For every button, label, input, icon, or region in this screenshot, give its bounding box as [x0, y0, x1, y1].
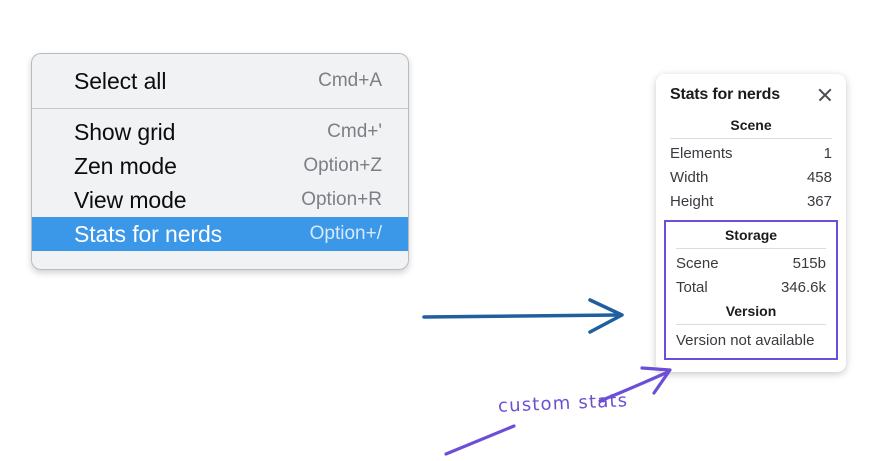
menu-item-show-grid[interactable]: Show grid Cmd+'	[32, 115, 408, 149]
stats-for-nerds-panel: Stats for nerds Scene Elements 1 Width 4…	[656, 74, 846, 372]
version-section: Version Version not available	[672, 300, 830, 353]
menu-item-shortcut: Option+R	[301, 189, 382, 210]
menu-group-2: Show grid Cmd+' Zen mode Option+Z View m…	[32, 109, 408, 255]
stat-value: 367	[806, 193, 832, 210]
stat-key: Elements	[670, 145, 733, 162]
menu-item-stats-for-nerds[interactable]: Stats for nerds Option+/	[32, 217, 408, 251]
menu-item-shortcut: Cmd+A	[318, 70, 382, 91]
stat-row: Height 367	[670, 190, 832, 214]
scene-divider	[670, 138, 832, 139]
menu-item-shortcut: Option+Z	[303, 155, 382, 176]
stat-key: Width	[670, 169, 709, 186]
custom-stats-arrow-annotation	[444, 366, 672, 456]
scene-section: Scene Elements 1 Width 458 Height 367	[656, 114, 846, 214]
version-note: Version not available	[676, 332, 815, 349]
storage-heading: Storage	[724, 227, 778, 243]
stat-value: 458	[806, 169, 832, 186]
menu-item-zen-mode[interactable]: Zen mode Option+Z	[32, 149, 408, 183]
menu-item-shortcut: Cmd+'	[327, 121, 382, 142]
storage-divider	[676, 248, 826, 249]
stat-value: 515b	[792, 255, 826, 272]
close-icon[interactable]	[816, 86, 834, 104]
version-heading: Version	[725, 303, 777, 319]
storage-section: Storage Scene 515b Total 346.6k	[672, 224, 830, 300]
menu-item-view-mode[interactable]: View mode Option+R	[32, 183, 408, 217]
stat-key: Total	[676, 279, 708, 296]
menu-item-label: Show grid	[74, 118, 176, 145]
stat-row: Width 458	[670, 166, 832, 190]
menu-group-1: Select all Cmd+A	[32, 54, 408, 109]
stat-key: Height	[670, 193, 714, 210]
context-menu[interactable]: Select all Cmd+A Show grid Cmd+' Zen mod…	[31, 53, 409, 270]
stats-panel-title: Stats for nerds	[670, 86, 780, 103]
stat-key: Scene	[676, 255, 719, 272]
version-divider	[676, 324, 826, 325]
menu-item-label: Zen mode	[74, 152, 177, 179]
blue-arrow-annotation	[422, 298, 624, 334]
stat-row: Elements 1	[670, 142, 832, 166]
scene-heading: Scene	[730, 117, 772, 133]
stat-row: Scene 515b	[676, 252, 826, 276]
stat-value: 1	[823, 145, 832, 162]
stat-value: 346.6k	[780, 279, 826, 296]
menu-item-label: View mode	[74, 186, 187, 213]
custom-stats-highlight-box: Storage Scene 515b Total 346.6k Version …	[664, 220, 838, 360]
stats-panel-header: Stats for nerds	[656, 86, 846, 104]
menu-item-select-all[interactable]: Select all Cmd+A	[32, 64, 408, 98]
stat-row: Total 346.6k	[676, 276, 826, 300]
menu-item-label: Stats for nerds	[74, 220, 223, 247]
menu-item-label: Select all	[74, 67, 167, 94]
menu-item-shortcut: Option+/	[309, 223, 382, 244]
